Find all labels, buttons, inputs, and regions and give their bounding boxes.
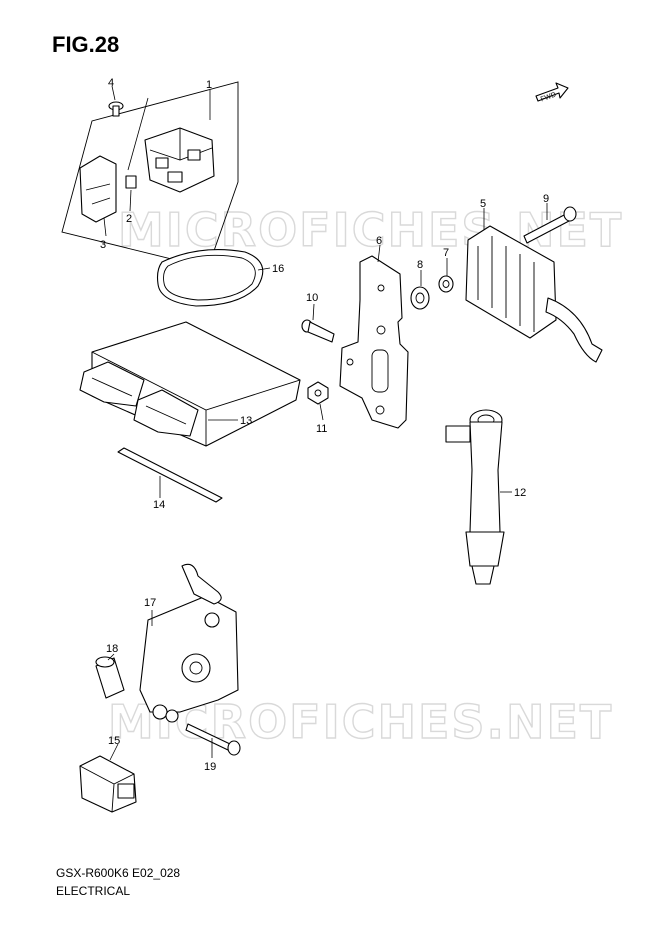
screw-icon — [108, 101, 124, 117]
callout-7: 7 — [443, 247, 449, 259]
callout-16: 16 — [272, 263, 284, 275]
spacer-cylinder-part — [95, 656, 125, 699]
figure-code: GSX-R600K6 E02_028 — [56, 866, 181, 880]
long-bolt-icon — [523, 206, 577, 244]
throttle-sensor-part — [139, 563, 239, 723]
ecu-module-part — [79, 321, 301, 447]
callout-10: 10 — [306, 292, 318, 304]
figure-title: FIG.28 — [52, 32, 120, 57]
callout-4: 4 — [108, 77, 114, 89]
callout-15: 15 — [108, 735, 120, 747]
callout-6: 6 — [376, 235, 382, 247]
o-ring-part — [156, 248, 264, 307]
figure-name: ELECTRICAL — [56, 884, 131, 898]
ignition-coil-part — [445, 409, 505, 585]
callout-13: 13 — [240, 415, 252, 427]
callout-11: 11 — [316, 423, 327, 435]
callout-3: 3 — [100, 239, 106, 251]
callout-17: 17 — [144, 597, 156, 609]
adhesive-strip-part — [117, 447, 223, 503]
screw-19-icon — [185, 723, 241, 756]
callout-9: 9 — [543, 193, 549, 205]
callout-2: 2 — [126, 213, 132, 225]
forward-arrow-icon: FWD — [535, 82, 569, 103]
grommet-icon — [410, 286, 430, 310]
nut-icon — [307, 381, 329, 405]
bolt-icon — [301, 319, 335, 343]
callout-19: 19 — [204, 761, 216, 773]
callout-18: 18 — [106, 643, 118, 655]
mounting-bracket-part — [339, 255, 409, 429]
callout-12: 12 — [514, 487, 526, 499]
callout-1: 1 — [206, 79, 212, 91]
sensor-connector-part — [79, 755, 137, 813]
regulator-rectifier-part — [465, 225, 603, 363]
callout-14: 14 — [153, 499, 165, 511]
callout-5: 5 — [480, 198, 486, 210]
collar-icon — [438, 275, 454, 293]
callout-8: 8 — [417, 259, 423, 271]
